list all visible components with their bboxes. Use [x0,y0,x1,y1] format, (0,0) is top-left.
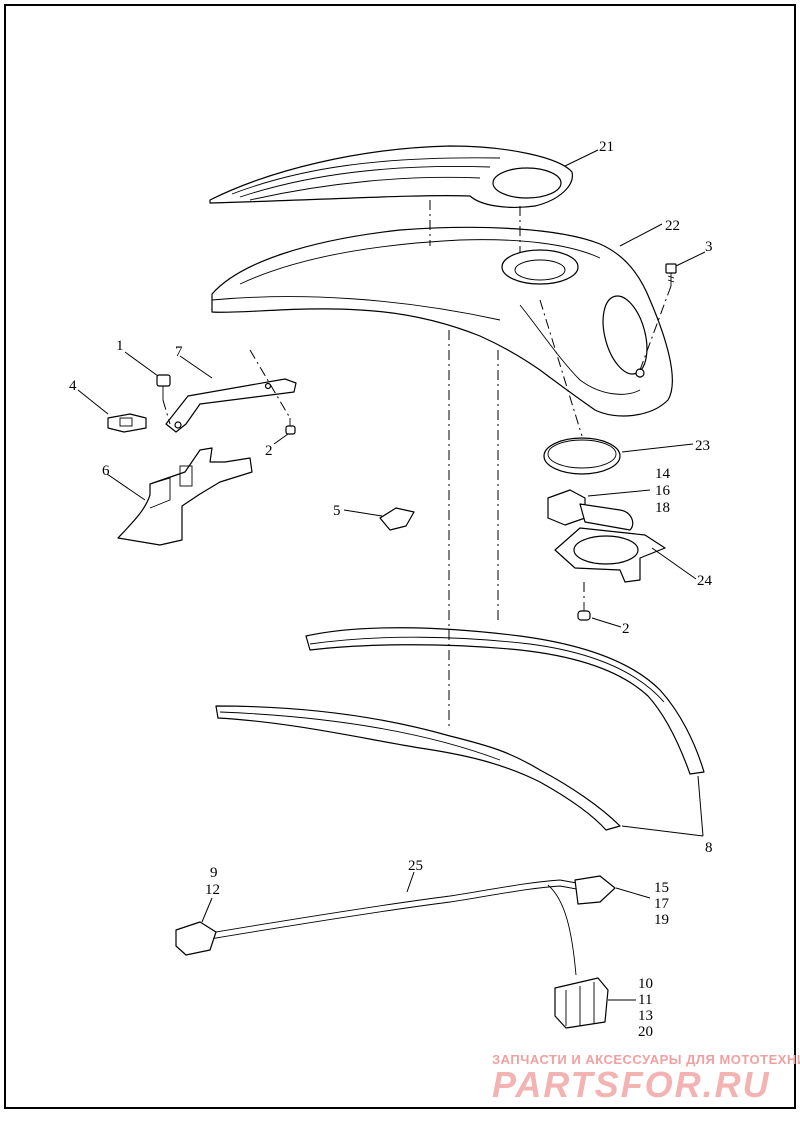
part-23-gasket [543,437,621,475]
callout-18: 18 [655,500,670,516]
part-25-harness [175,875,616,1029]
part-2-screw-upper [285,418,296,435]
part-22-console [211,226,673,417]
callout-15: 15 [654,880,669,896]
part-3-screw [665,263,677,286]
part-24-bracket [554,527,666,583]
part-1-bolt [156,374,171,400]
callout-19: 19 [654,912,669,928]
callout-4: 4 [69,378,77,394]
callout-23: 23 [695,438,710,454]
callout-16: 16 [655,483,671,499]
part-21-top-trim [209,145,573,208]
part-4-clip [107,413,147,433]
callout-14: 14 [655,466,671,482]
watermark-brand: PARTSFOR.RU [492,1064,771,1105]
callout-10: 10 [638,976,653,992]
callout-3: 3 [705,239,713,255]
callout-1: 1 [116,338,124,354]
callout-2-upper: 2 [265,443,273,459]
callout-17: 17 [654,896,670,912]
part-7-bracket [165,378,297,433]
callout-6: 6 [102,463,110,479]
callout-24: 24 [697,573,713,589]
part-8-seals [215,627,705,831]
part-5-tape [379,507,415,531]
watermark-tagline: ЗАПЧАСТИ И АКСЕССУАРЫ ДЛЯ МОТОТЕХНИКИ [492,1052,800,1067]
part-14-connector [547,489,634,531]
callout-9: 9 [210,865,218,881]
callout-2-lower: 2 [622,621,630,637]
part-6-mount [117,447,253,546]
callout-12: 12 [205,882,220,898]
callout-8: 8 [705,840,713,856]
callout-25: 25 [408,858,423,874]
callout-7: 7 [175,344,183,360]
callout-20: 20 [638,1024,653,1040]
watermark: ЗАПЧАСТИ И АКСЕССУАРЫ ДЛЯ МОТОТЕХНИКИ PA… [492,1052,800,1105]
callout-21: 21 [599,139,614,155]
callout-13: 13 [638,1008,653,1024]
leader-lines [77,149,706,1001]
callouts: 21 22 3 1 7 4 2 6 23 14 16 18 5 24 2 8 9… [69,139,713,1040]
callout-11: 11 [638,992,652,1008]
callout-22: 22 [665,218,680,234]
part-2-screw-lower [577,602,591,621]
phantom-lines [162,200,672,730]
callout-5: 5 [333,503,341,519]
